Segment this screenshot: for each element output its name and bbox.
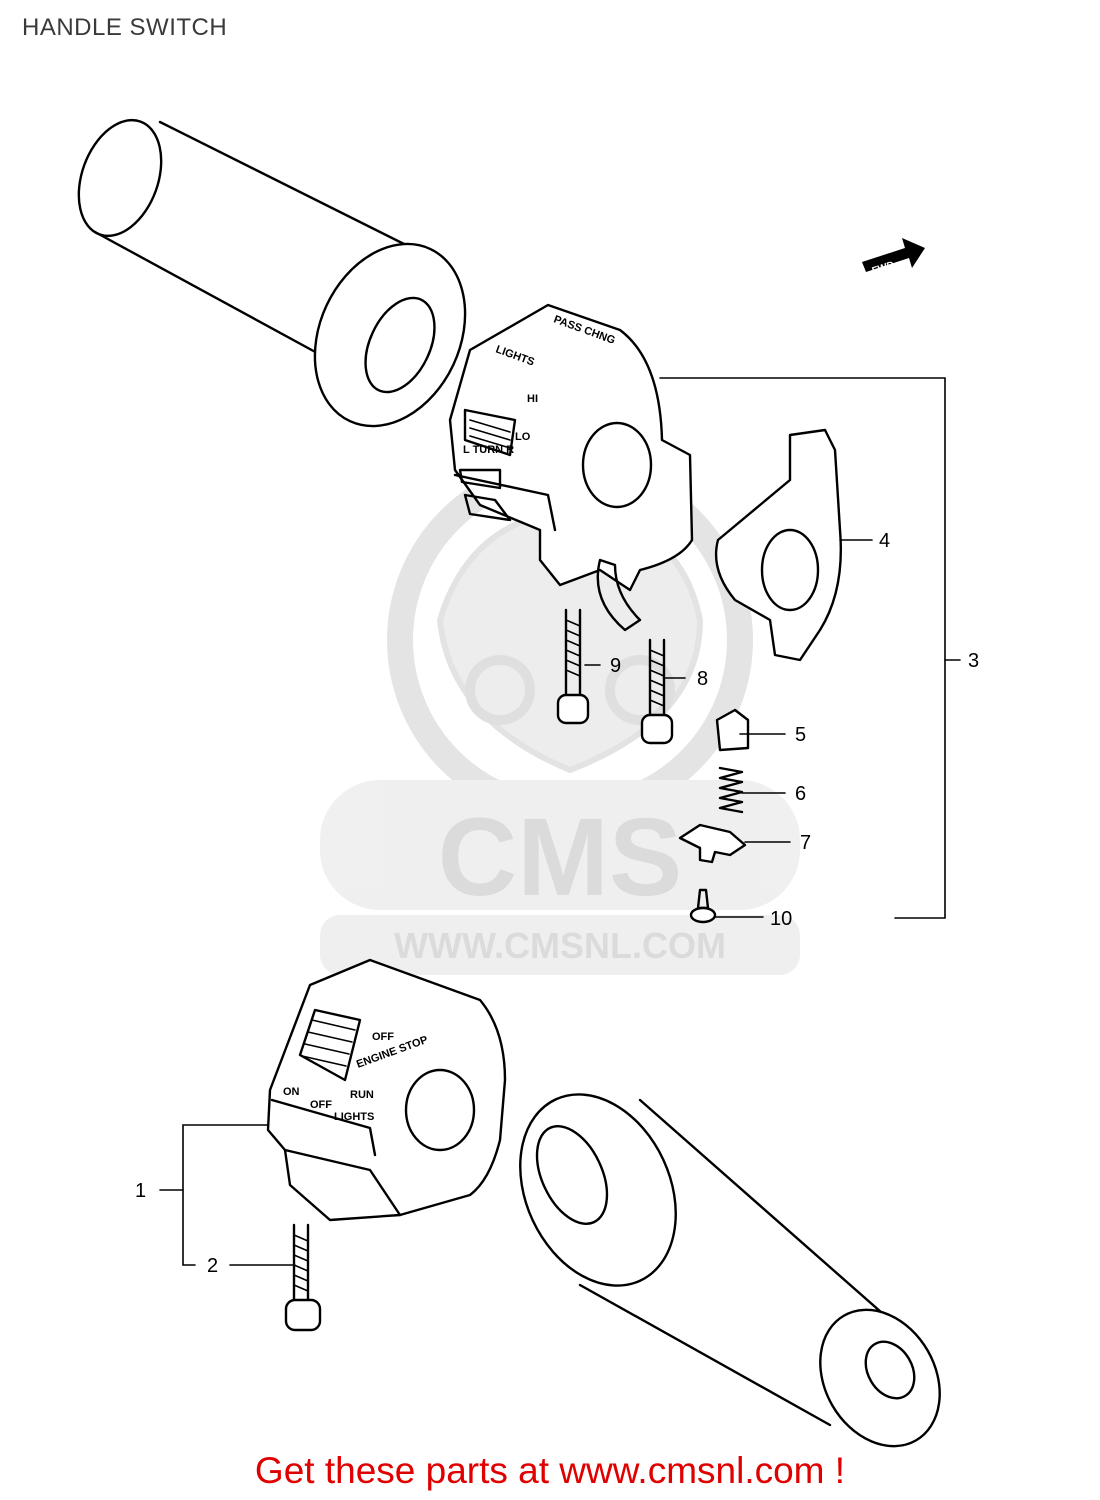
leader-lines-upper (584, 377, 961, 919)
callout-10: 10 (770, 908, 792, 930)
right-hand-grip (77, 118, 467, 428)
lo-label: LO (515, 431, 531, 443)
callout-9: 9 (610, 655, 621, 677)
on-label: ON (283, 1086, 300, 1098)
fwd-arrow: FWD (862, 238, 925, 277)
footer-link[interactable]: Get these parts at www.cmsnl.com ! (254, 1450, 846, 1491)
callout-8: 8 (697, 668, 708, 690)
run-label: RUN (350, 1089, 374, 1101)
callout-6: 6 (795, 783, 806, 805)
left-hand-grip (519, 1093, 941, 1448)
screw-part-10 (689, 888, 717, 924)
leader-lines-lower (159, 1124, 296, 1266)
callout-3: 3 (968, 650, 979, 672)
callout-7: 7 (800, 832, 811, 854)
screw-part-9 (556, 608, 590, 725)
callout-numbers: 1 2 3 4 5 6 7 8 9 10 (135, 530, 979, 1277)
page-title: HANDLE SWITCH (22, 14, 228, 41)
watermark-logo-text: CMS (438, 796, 682, 919)
callout-5: 5 (795, 724, 806, 746)
watermark-url-text: WWW.CMSNL.COM (394, 925, 726, 966)
off2-label: OFF (310, 1099, 332, 1111)
screw-part-8 (640, 638, 674, 745)
left-lights-label: LIGHTS (334, 1111, 374, 1123)
callout-2: 2 (207, 1255, 218, 1277)
spring-part-6 (718, 766, 744, 814)
turn-label: L TURN R (463, 444, 514, 456)
callout-1: 1 (135, 1180, 146, 1202)
contact-plate-part-7 (678, 823, 747, 864)
off-label: OFF (372, 1031, 394, 1043)
callout-4: 4 (879, 530, 890, 552)
hi-label: HI (527, 393, 538, 405)
left-handle-switch: OFF ENGINE STOP RUN ON OFF LIGHTS (266, 958, 507, 1222)
right-handle-switch: PASS CHNG LIGHTS HI LO L TURN R (448, 303, 694, 632)
screw-part-2 (284, 1223, 322, 1332)
switch-clamp-part-4 (714, 428, 843, 662)
